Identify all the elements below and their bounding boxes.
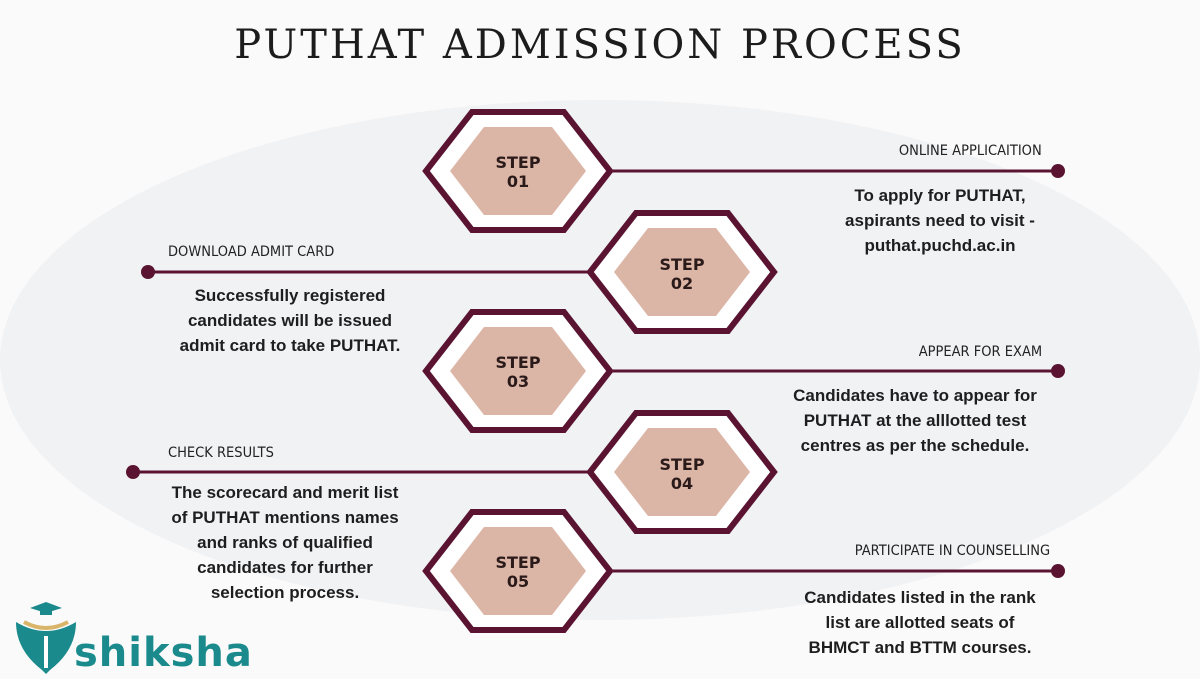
- connector-dot: [1051, 164, 1065, 178]
- desc-line: centres as per the schedule.: [800, 436, 1030, 455]
- hexagon-fill: [450, 527, 586, 615]
- hexagon-fill: [614, 428, 750, 516]
- step-02-heading: DOWNLOAD ADMIT CARD: [168, 244, 335, 260]
- desc-line: Candidates listed in the rank: [804, 588, 1036, 607]
- step-number: 05: [506, 572, 530, 591]
- desc-line: candidates will be issued: [187, 311, 393, 330]
- step-number: 04: [670, 474, 694, 493]
- step-04-heading: CHECK RESULTS: [168, 445, 274, 461]
- graduate-cap-logo-icon: [16, 602, 76, 674]
- desc-line: puthat.puchd.ac.in: [864, 236, 1016, 255]
- step-05-description: Candidates listed in the rank list are a…: [770, 585, 1070, 660]
- desc-line: BHMCT and BTTM courses.: [808, 638, 1032, 657]
- desc-line: To apply for PUTHAT,: [854, 186, 1026, 205]
- step-03-heading: APPEAR FOR EXAM: [918, 344, 1042, 360]
- connector-dot: [141, 265, 155, 279]
- step-01-heading: ONLINE APPLICAITION: [899, 143, 1042, 159]
- step-word: STEP: [495, 353, 541, 372]
- logo-text: shiksha: [74, 630, 253, 676]
- connector-dot: [126, 465, 140, 479]
- step-number: 01: [506, 172, 530, 191]
- page-title: PUTHAT ADMISSION PROCESS: [234, 22, 966, 68]
- shiksha-logo: shiksha: [10, 600, 280, 676]
- desc-line: Successfully registered: [194, 286, 386, 305]
- desc-line: admit card to take PUTHAT.: [179, 336, 401, 355]
- step-word: STEP: [659, 455, 705, 474]
- desc-line: The scorecard and merit list: [171, 483, 399, 502]
- desc-line: selection process.: [210, 583, 360, 602]
- step-05-heading: PARTICIPATE IN COUNSELLING: [854, 543, 1050, 559]
- step-02-description: Successfully registered candidates will …: [140, 283, 440, 358]
- connector-dot: [1051, 564, 1065, 578]
- step-03-description: Candidates have to appear for PUTHAT at …: [760, 383, 1070, 458]
- hexagon-fill: [614, 228, 750, 316]
- step-word: STEP: [495, 153, 541, 172]
- hexagon-fill: [450, 127, 586, 215]
- step-04-description: The scorecard and merit list of PUTHAT m…: [140, 480, 430, 605]
- connector-dot: [1051, 364, 1065, 378]
- desc-line: PUTHAT at the alllotted test: [803, 411, 1027, 430]
- desc-line: list are allotted seats of: [825, 613, 1015, 632]
- desc-line: candidates for further: [197, 558, 373, 577]
- desc-line: and ranks of qualified: [197, 533, 373, 552]
- desc-line: Candidates have to appear for: [793, 386, 1037, 405]
- step-word: STEP: [659, 255, 705, 274]
- step-word: STEP: [495, 553, 541, 572]
- hexagon-fill: [450, 327, 586, 415]
- step-number: 02: [670, 274, 694, 293]
- step-01-description: To apply for PUTHAT, aspirants need to v…: [790, 183, 1090, 258]
- desc-line: of PUTHAT mentions names: [171, 508, 399, 527]
- step-number: 03: [506, 372, 530, 391]
- desc-line: aspirants need to visit -: [845, 211, 1035, 230]
